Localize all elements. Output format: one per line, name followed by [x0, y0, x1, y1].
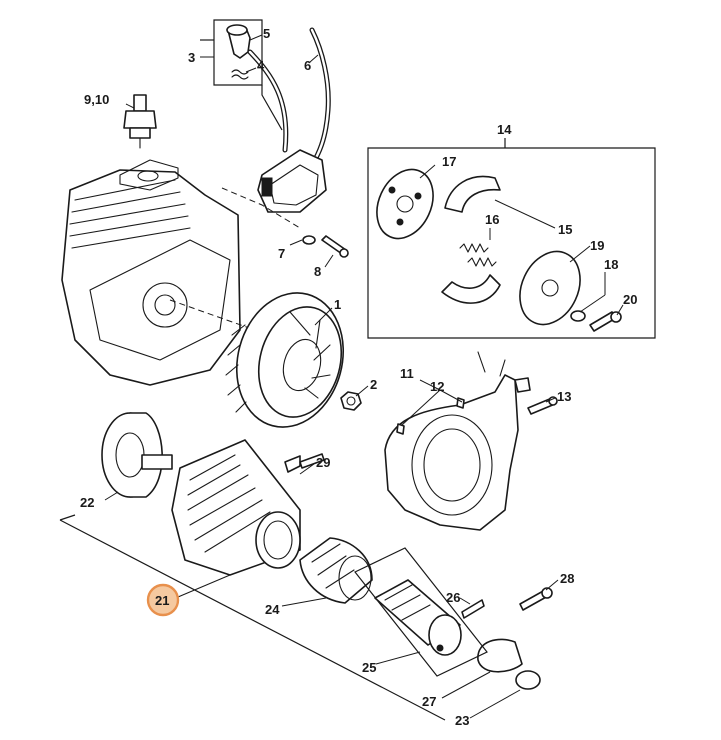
nut [340, 391, 362, 411]
callout-3: 3 [188, 50, 195, 65]
retaining-rings [477, 638, 541, 690]
gear-housing [171, 439, 325, 576]
callout-16: 16 [485, 212, 499, 227]
callout-13: 13 [557, 389, 571, 404]
callout-21-label: 21 [155, 593, 169, 608]
callout-6: 6 [304, 58, 311, 73]
callout-2: 2 [370, 377, 377, 392]
clutch-drum [101, 412, 173, 498]
callout-26: 26 [446, 590, 460, 605]
bushing [299, 537, 373, 604]
spring-clip [231, 69, 249, 75]
callout-9-10: 9,10 [84, 92, 109, 107]
flywheel [225, 292, 345, 428]
callout-21-highlight [146, 583, 180, 617]
callout-1: 1 [334, 297, 341, 312]
washer [302, 235, 316, 245]
callout-24: 24 [265, 602, 280, 617]
group-frame-14 [367, 147, 656, 339]
callout-labels: 3 5 4 6 7 8 9,10 1 2 11 12 13 14 17 15 1… [80, 26, 637, 728]
spark-plug [123, 94, 157, 149]
callout-15: 15 [558, 222, 572, 237]
callout-22: 22 [80, 495, 94, 510]
callout-11: 11 [400, 366, 414, 381]
clutch-group [367, 138, 656, 339]
callout-23: 23 [455, 713, 469, 728]
screw-28 [519, 587, 553, 611]
callout-5: 5 [263, 26, 270, 41]
callout-7: 7 [278, 246, 285, 261]
callout-12: 12 [430, 379, 444, 394]
ignition-module-group [200, 19, 349, 258]
callout-4: 4 [257, 58, 265, 73]
callout-28-label: 28 [560, 571, 574, 586]
engine-block [61, 159, 256, 386]
callout-14: 14 [497, 122, 512, 137]
shaft-group [354, 547, 488, 677]
fan-housing [384, 351, 558, 531]
callout-17: 17 [442, 154, 456, 169]
callout-25: 25 [362, 660, 376, 675]
callout-twentyseven: 27 [422, 694, 436, 709]
leader-lines [104, 34, 624, 719]
callout-18: 18 [604, 257, 618, 272]
callout-19: 19 [590, 238, 604, 253]
callout-20: 20 [623, 292, 637, 307]
group-bracket-line [59, 514, 446, 721]
ignition-module [257, 149, 327, 213]
callout-29: 29 [316, 455, 330, 470]
callout-8: 8 [314, 264, 321, 279]
group-frame-25 [354, 547, 488, 677]
